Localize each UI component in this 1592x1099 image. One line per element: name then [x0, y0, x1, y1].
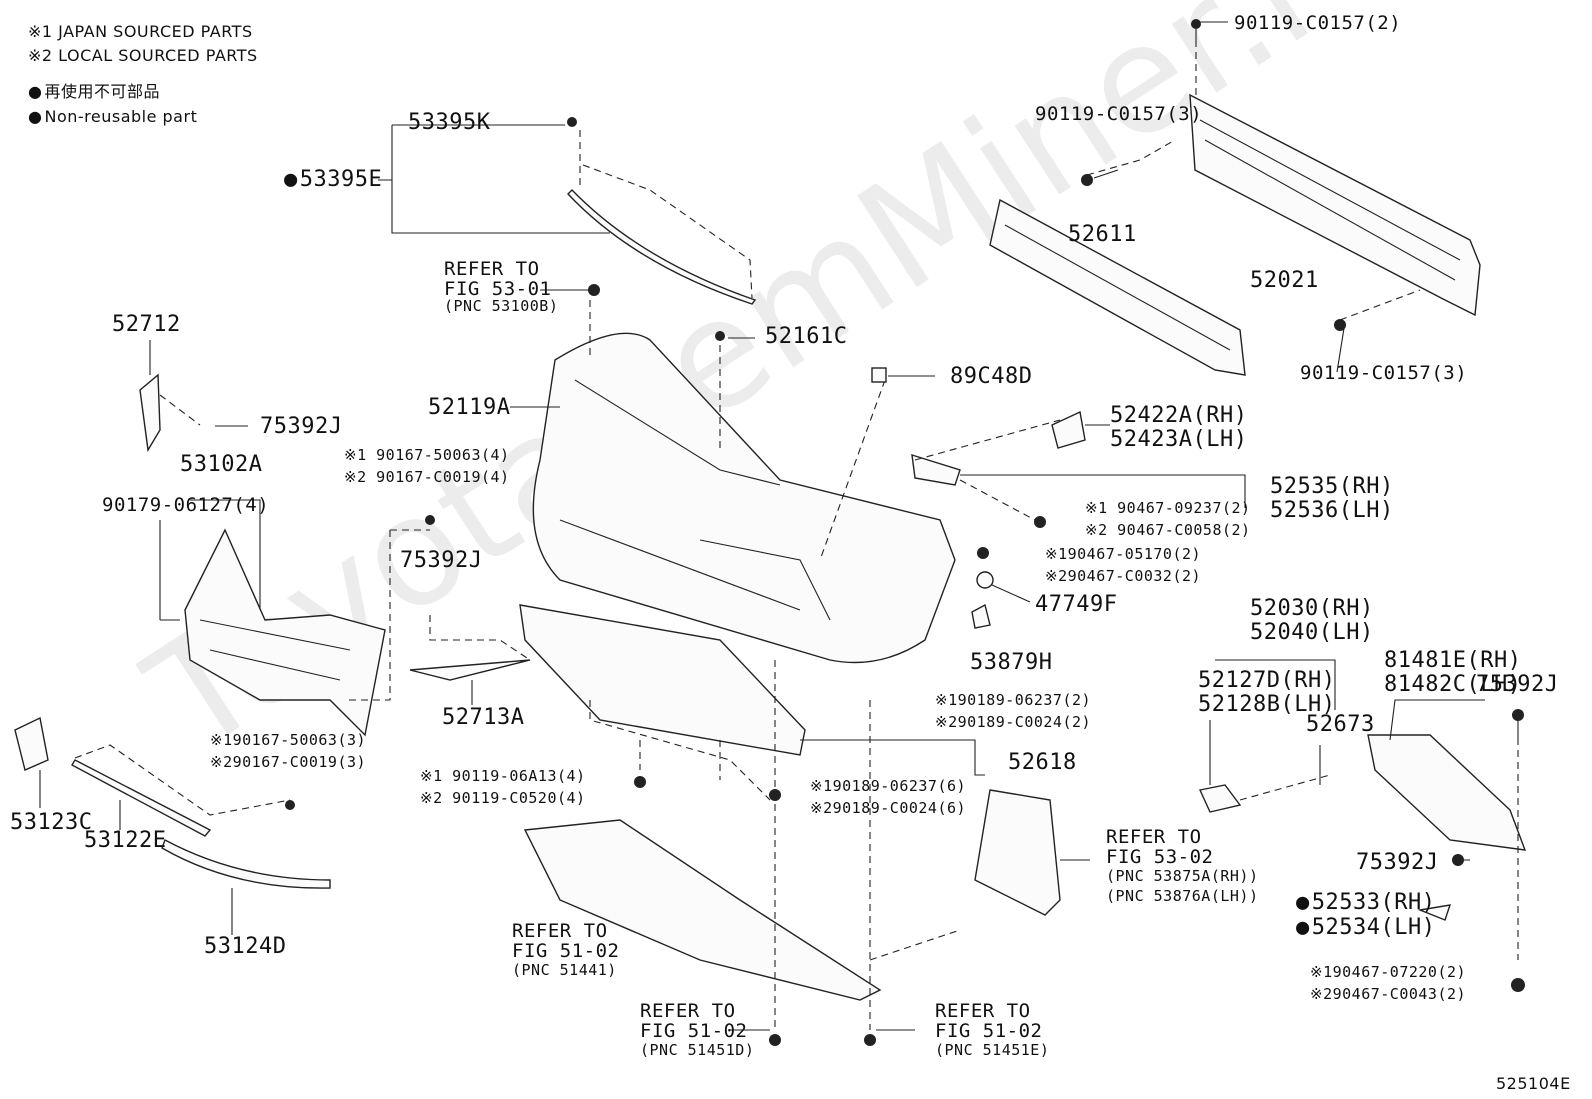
label-52611: 52611 [1068, 222, 1137, 247]
label-53395K: 53395K [408, 110, 491, 135]
legend-nonreusable-en: Non-reusable part [28, 105, 197, 129]
label-52535: 52535(RH) [1270, 474, 1394, 499]
refer-51-02-b-line2: FIG 51-02 [640, 1020, 748, 1042]
figure-id: 525104E [1496, 1074, 1571, 1093]
label-52712: 52712 [112, 312, 181, 337]
bracket-small-part [1198, 784, 1242, 813]
label-nut-e1: ※190467-05170(2) [1045, 545, 1202, 563]
label-81481E: 81481E(RH) [1384, 648, 1522, 673]
refer-51-02-b-line3: (PNC 51451D) [640, 1041, 755, 1059]
label-52618: 52618 [1008, 750, 1077, 775]
refer-51-02-a-line1: REFER TO [512, 920, 608, 942]
label-47749F: 47749F [1035, 592, 1118, 617]
retainer-part [911, 454, 961, 486]
label-left-bolt: 90119-C0157(3) [1035, 103, 1203, 125]
label-clip-h2: ※290467-C0043(2) [1310, 985, 1467, 1003]
fender-liner-part [974, 789, 1061, 916]
label-52422A: 52422A(RH) [1110, 403, 1248, 428]
refer-51-02-c-line1: REFER TO [935, 1000, 1031, 1022]
molding-strip-part [567, 189, 757, 305]
label-clip-a2: ※2 90167-C0019(4) [344, 468, 510, 486]
label-52161C: 52161C [765, 324, 848, 349]
label-75392J-c: 75392J [1476, 672, 1559, 697]
label-52119A: 52119A [428, 395, 511, 420]
label-top-bolt: 90119-C0157(2) [1234, 12, 1402, 34]
label-53395E: 53395E [284, 167, 382, 193]
refer-53-02-line4: (PNC 53876A(LH)) [1106, 887, 1259, 905]
refer-51-02-b-line1: REFER TO [640, 1000, 736, 1022]
label-52030: 52030(RH) [1250, 596, 1374, 621]
label-clip-g2: ※290189-C0024(6) [810, 799, 967, 817]
bumper-cover-part [532, 332, 956, 664]
lower-trim-part [71, 759, 212, 837]
label-clip-g1: ※190189-06237(6) [810, 777, 967, 795]
fog-bezel-part [1367, 734, 1527, 851]
label-right-bolt: 90119-C0157(3) [1300, 362, 1468, 384]
refer-51-02-a-line3: (PNC 51441) [512, 961, 617, 979]
label-clip-b1: ※190167-50063(3) [210, 731, 367, 749]
side-strip-part [409, 659, 531, 681]
lower-absorber-part [519, 604, 806, 756]
label-81482C: 81482C(LH) [1384, 672, 1522, 697]
refer-53-02-line1: REFER TO [1106, 826, 1202, 848]
label-bolt-c1: ※1 90119-06A13(4) [420, 767, 586, 785]
lower-molding-part [161, 839, 331, 889]
refer-53-01-line2: FIG 53-01 [444, 278, 552, 300]
refer-51-02-c-line2: FIG 51-02 [935, 1020, 1043, 1042]
legend-note-1: ※1 JAPAN SOURCED PARTS [28, 22, 253, 41]
label-nut-d2: ※2 90467-C0058(2) [1085, 521, 1251, 539]
bracket-part [139, 373, 161, 453]
label-clip-f2: ※290189-C0024(2) [935, 713, 1092, 731]
corner-trim-part [14, 716, 49, 771]
label-52021: 52021 [1250, 268, 1319, 293]
label-90179: 90179-06127(4) [102, 494, 270, 516]
label-52040: 52040(LH) [1250, 620, 1374, 645]
label-75392J-b: 75392J [400, 548, 483, 573]
legend-nonreusable-jp: 再使用不可部品 [28, 80, 160, 104]
refer-53-02-line2: FIG 53-02 [1106, 846, 1214, 868]
label-52128B: 52128B(LH) [1198, 692, 1336, 717]
refer-51-02-c-line3: (PNC 51451E) [935, 1041, 1050, 1059]
refer-53-01-line3: (PNC 53100B) [444, 297, 559, 315]
label-52713A: 52713A [442, 705, 525, 730]
refer-53-02-line3: (PNC 53875A(RH)) [1106, 867, 1259, 885]
label-52536: 52536(LH) [1270, 498, 1394, 523]
legend-note-2: ※2 LOCAL SOURCED PARTS [28, 46, 258, 65]
label-clip-b2: ※290167-C0019(3) [210, 753, 367, 771]
label-bolt-c2: ※2 90119-C0520(4) [420, 789, 586, 807]
label-89C48D: 89C48D [950, 364, 1033, 389]
refer-51-02-a-line2: FIG 51-02 [512, 940, 620, 962]
label-52533: 52533(RH) [1296, 890, 1435, 916]
label-clip-a1: ※1 90167-50063(4) [344, 446, 510, 464]
label-clip-f1: ※190189-06237(2) [935, 691, 1092, 709]
label-clip-h1: ※190467-07220(2) [1310, 963, 1467, 981]
label-53122E: 53122E [84, 828, 167, 853]
label-53123C: 53123C [10, 810, 93, 835]
label-52127D: 52127D(RH) [1198, 668, 1336, 693]
label-52423A: 52423A(LH) [1110, 427, 1248, 452]
label-75392J-a: 75392J [260, 414, 343, 439]
grille-part [184, 528, 386, 737]
label-52673: 52673 [1306, 712, 1375, 737]
label-53879H: 53879H [970, 650, 1053, 675]
label-53102A: 53102A [180, 452, 263, 477]
label-nut-e2: ※290467-C0032(2) [1045, 567, 1202, 585]
bumper-reinforcement-part [1189, 93, 1481, 317]
side-bracket-part [1051, 410, 1086, 449]
bolt-icons [1081, 19, 1346, 331]
label-53124D: 53124D [204, 934, 287, 959]
label-nut-d1: ※1 90467-09237(2) [1085, 499, 1251, 517]
refer-53-01-line1: REFER TO [444, 258, 540, 280]
label-75392J-d: 75392J [1356, 850, 1439, 875]
label-52534: 52534(LH) [1296, 915, 1435, 941]
